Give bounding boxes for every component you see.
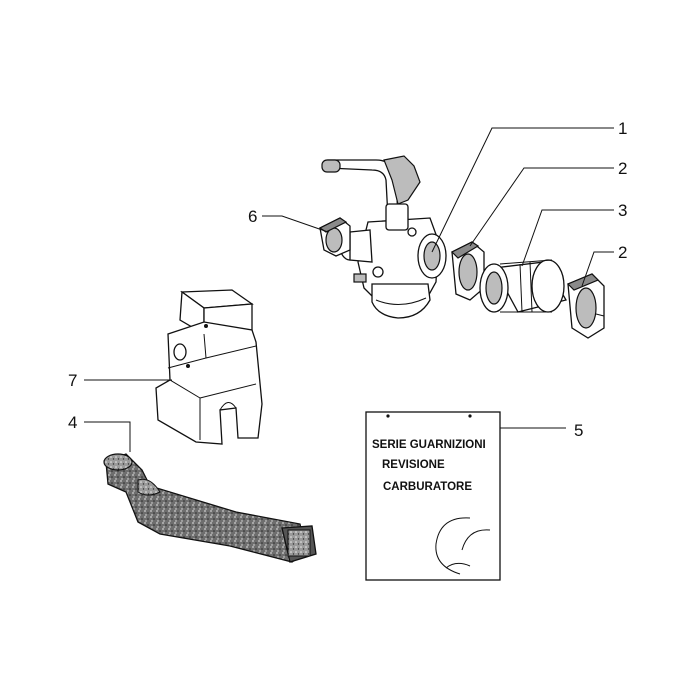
clamp-ring-right-part xyxy=(566,273,605,339)
callout-5: 5 xyxy=(574,421,583,440)
carburetor-part xyxy=(321,155,447,319)
cover-block-part xyxy=(155,289,263,445)
callout-3: 3 xyxy=(618,201,627,220)
intake-duct-part xyxy=(103,453,317,563)
clamp-ring-middle-part xyxy=(450,241,485,301)
callout-7: 7 xyxy=(68,371,77,390)
callout-6: 6 xyxy=(248,207,257,226)
kit-label-line-2: REVISIONE xyxy=(382,459,445,471)
kit-label-line-3: CARBURATORE xyxy=(383,481,472,493)
callout-numbers: 1 2 3 2 6 7 4 5 xyxy=(68,119,627,440)
intake-sleeve-part xyxy=(479,259,567,313)
callout-1: 1 xyxy=(618,119,627,138)
gasket-kit-part: SERIE GUARNIZIONI REVISIONE CARBURATORE xyxy=(365,411,501,581)
callout-2-right: 2 xyxy=(618,243,627,262)
leader-lines xyxy=(84,127,614,452)
kit-label-line-1: SERIE GUARNIZIONI xyxy=(372,439,486,451)
callout-4: 4 xyxy=(68,413,77,432)
callout-2-middle: 2 xyxy=(618,159,627,178)
clamp-ring-left-part xyxy=(318,217,351,257)
